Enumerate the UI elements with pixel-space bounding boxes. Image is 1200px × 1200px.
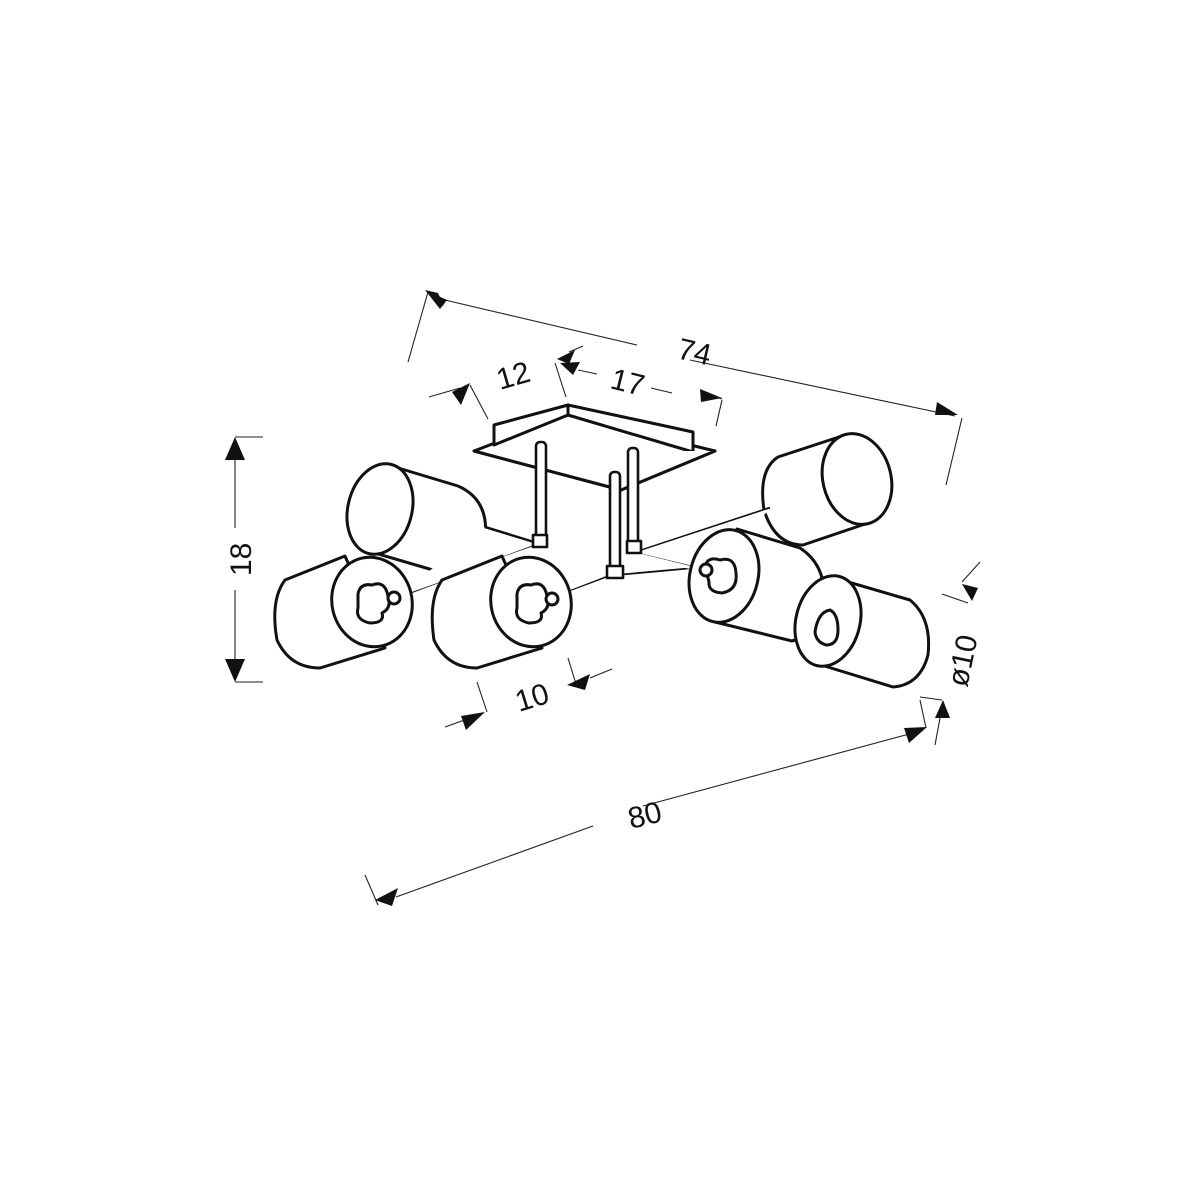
shade-front-left-1 <box>273 554 414 670</box>
label-80: 80 <box>625 796 665 836</box>
dimension-17: 17 <box>560 362 723 427</box>
shade-front-right-2 <box>793 574 931 689</box>
dimension-18: 18 <box>225 436 263 683</box>
label-74: 74 <box>674 333 714 373</box>
dimension-80: 80 <box>364 699 927 906</box>
label-12: 12 <box>493 356 534 397</box>
label-diameter-10: ø10 <box>942 632 985 689</box>
lamp-arms <box>394 440 771 603</box>
dimension-12: 12 <box>428 345 584 420</box>
dimension-diameter-10: ø10 <box>919 561 985 746</box>
ceiling-canopy <box>472 403 717 492</box>
label-18: 18 <box>225 543 258 576</box>
label-17: 17 <box>607 363 647 403</box>
dimension-74: 74 <box>407 290 963 486</box>
shade-back-right <box>761 432 894 547</box>
shade-front-left-2 <box>430 554 573 670</box>
label-10: 10 <box>511 677 553 718</box>
